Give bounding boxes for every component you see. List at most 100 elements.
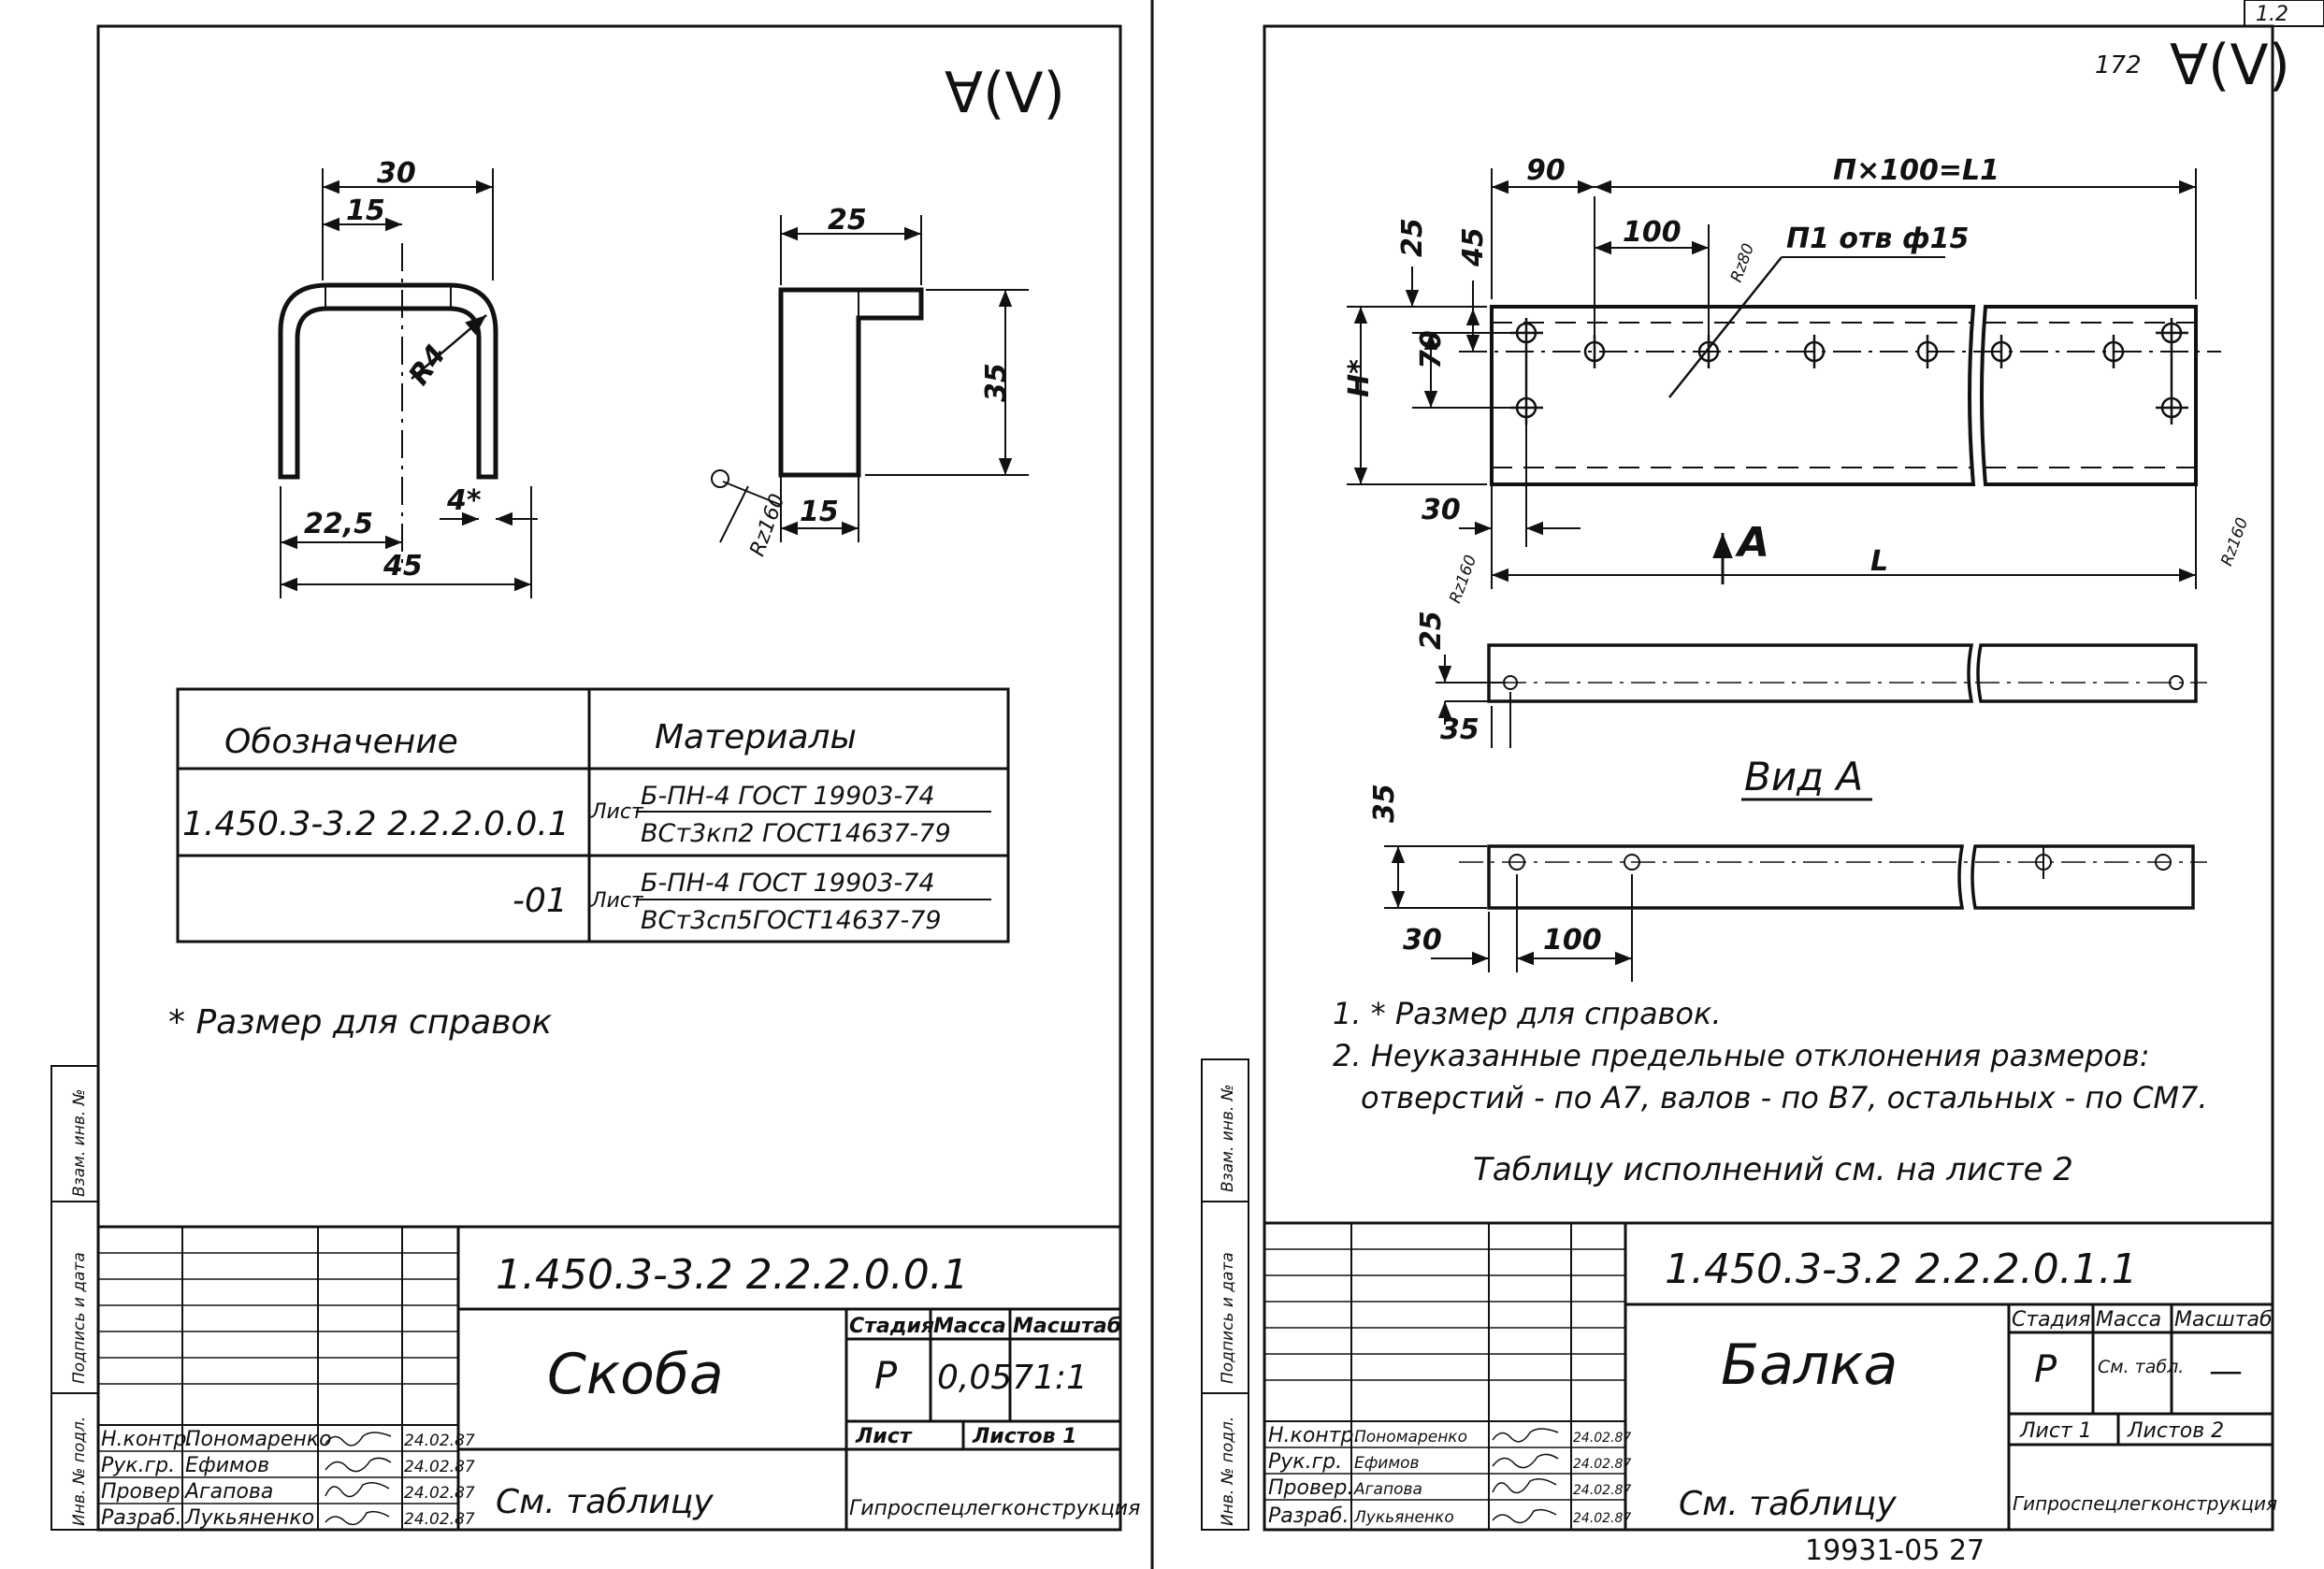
right-staff-4-role: Разраб. (1268, 1504, 1349, 1528)
right-staff-2-role: Рук.гр. (1268, 1450, 1342, 1474)
holes-callout: П1 отв ф15 (1786, 223, 1969, 255)
right-sheets-label: Листов 2 (2127, 1419, 2224, 1443)
dim-25-right: 25 (1396, 218, 1429, 257)
rz160-left: Rz160 (1446, 553, 1480, 606)
roughness-mark-right: ∀(V) (2170, 33, 2290, 98)
r-stamp-inv-podl: Инв. № подл. (1219, 1417, 1237, 1526)
dim-35-view-a: 35 (1368, 784, 1401, 823)
right-mass-label: Масса (2096, 1308, 2161, 1331)
dim-45: 45 (383, 550, 423, 583)
left-sheet: ∀(V) 30 15 R4 22,5 4* 45 (51, 0, 1154, 1569)
row1-mat-top: Б-ПН-4 ГОСТ 19903-74 (641, 782, 935, 811)
note-2: 2. Неуказанные предельные отклонения раз… (1333, 1038, 2150, 1073)
left-doc-name: Скоба (547, 1342, 724, 1407)
dim-30: 30 (377, 157, 416, 190)
top-view-dims (1436, 655, 1511, 748)
view-a-dims (1384, 845, 1633, 982)
right-staff-3-date: 24.02.87 (1573, 1483, 1631, 1498)
left-staff-3-name: Агапова (183, 1480, 273, 1504)
row1-designation: 1.450.3-3.2 2.2.2.0.0.1 (182, 805, 570, 843)
stamp-inv-podl: Инв. № подл. (70, 1417, 89, 1526)
right-staff-1-name: Пономаренко (1354, 1428, 1467, 1447)
view-arrow-a: A (1735, 519, 1769, 567)
right-scale-label: Масштаб (2174, 1308, 2273, 1331)
right-org: Гипроспецлегконструкция (2013, 1492, 2277, 1515)
right-staff-3-role: Провер. (1268, 1476, 1353, 1500)
right-see-table: См. таблицу (1679, 1485, 1897, 1523)
left-org: Гипроспецлегконструкция (849, 1497, 1140, 1520)
r-stamp-vzam: Взам. инв. № (1219, 1085, 1237, 1192)
right-staff-3-name: Агапова (1353, 1480, 1422, 1499)
right-staff-2-name: Ефимов (1354, 1454, 1420, 1473)
beam-dims (1347, 168, 2197, 589)
dim-90: 90 (1526, 154, 1566, 187)
right-doc-name: Балка (1721, 1332, 1898, 1398)
left-signatures (325, 1432, 392, 1526)
left-staff-1-date: 24.02.87 (404, 1432, 475, 1450)
note-1: 1. * Размер для справок. (1333, 996, 1721, 1031)
dim-35: 35 (980, 363, 1013, 402)
dim-4: 4* (446, 484, 482, 517)
right-doc-code: 1.450.3-3.2 2.2.2.0.1.1 (1665, 1245, 2138, 1293)
dim-15: 15 (346, 194, 385, 227)
rz160-right: Rz160 (2217, 515, 2252, 569)
materials-table (176, 687, 1010, 943)
beam-view-a (1459, 844, 2207, 910)
right-stage: Р (2034, 1348, 2057, 1391)
note-2-cont: отверстий - по А7, валов - по В7, осталь… (1361, 1080, 2208, 1116)
right-staff-2-date: 24.02.87 (1573, 1457, 1631, 1472)
bracket-front-view (278, 243, 498, 570)
dim-15-bottom: 15 (800, 496, 839, 528)
left-sheets-label: Листов 1 (972, 1425, 1076, 1448)
stamp-vzam: Взам. инв. № (70, 1089, 89, 1197)
left-sheet-label: Лист (855, 1425, 913, 1448)
roughness-mark: ∀(V) (945, 61, 1065, 126)
dim-30-right: 30 (1422, 494, 1461, 526)
dim-25: 25 (828, 204, 867, 237)
beam-main-view (1459, 305, 2221, 486)
left-staff-3-date: 24.02.87 (404, 1484, 475, 1503)
dim-45-right: 45 (1457, 227, 1490, 267)
left-title-block (98, 1225, 1120, 1530)
left-staff-3-role: Провер. (101, 1480, 186, 1504)
row2-kind: Лист (590, 889, 644, 913)
row1-mat-bottom: ВСт3кп2 ГОСТ14637-79 (641, 819, 951, 848)
dim-70: 70 (1415, 330, 1448, 369)
left-doc-code: 1.450.3-3.2 2.2.2.0.0.1 (496, 1251, 969, 1299)
row1-kind: Лист (590, 800, 644, 824)
dim-22-5: 22,5 (304, 508, 373, 540)
dim-25-top: 25 (1415, 611, 1448, 650)
right-mass: См. табл. (2098, 1357, 2184, 1377)
left-see-table: См. таблицу (496, 1483, 714, 1521)
view-a-label: Вид А (1744, 754, 1863, 799)
bracket-front-dims (280, 168, 538, 598)
beam-holes (1510, 256, 2188, 425)
r-stamp-signature: Подпись и дата (1219, 1252, 1237, 1384)
right-staff-4-name: Лукьяненко (1353, 1508, 1454, 1527)
left-staff-2-role: Рук.гр. (101, 1454, 175, 1477)
table-header-designation: Обозначение (224, 723, 458, 761)
table-header-materials: Материалы (655, 718, 857, 756)
dim-35-top: 35 (1440, 713, 1480, 746)
left-staff-4-name: Лукьяненко (184, 1506, 314, 1530)
dim-30-view-a: 30 (1403, 924, 1442, 957)
beam-top-view (1459, 643, 2207, 703)
right-stage-label: Стадия (2012, 1308, 2090, 1331)
left-staff-1-name: Пономаренко (185, 1428, 332, 1451)
dim-length: L (1870, 545, 1888, 578)
bracket-side-view (778, 287, 924, 478)
row2-mat-top: Б-ПН-4 ГОСТ 19903-74 (641, 869, 935, 898)
left-scale-label: Масштаб (1013, 1315, 1121, 1338)
rz160-mark: Rz160 (746, 491, 790, 559)
right-staff-1-date: 24.02.87 (1573, 1431, 1631, 1446)
stamp-signature: Подпись и дата (70, 1252, 89, 1384)
right-staff-1-role: Н.контр. (1268, 1424, 1360, 1447)
left-staff-4-date: 24.02.87 (404, 1510, 475, 1529)
footer-number: 19931-05 27 (1805, 1534, 1985, 1567)
dim-formula: П×100=L1 (1833, 154, 1999, 187)
bracket-side-dims (711, 215, 1029, 543)
right-side-stamps (1201, 1058, 1249, 1531)
dim-r4: R4 (402, 338, 453, 391)
corner-number: 172 (2095, 51, 2142, 79)
